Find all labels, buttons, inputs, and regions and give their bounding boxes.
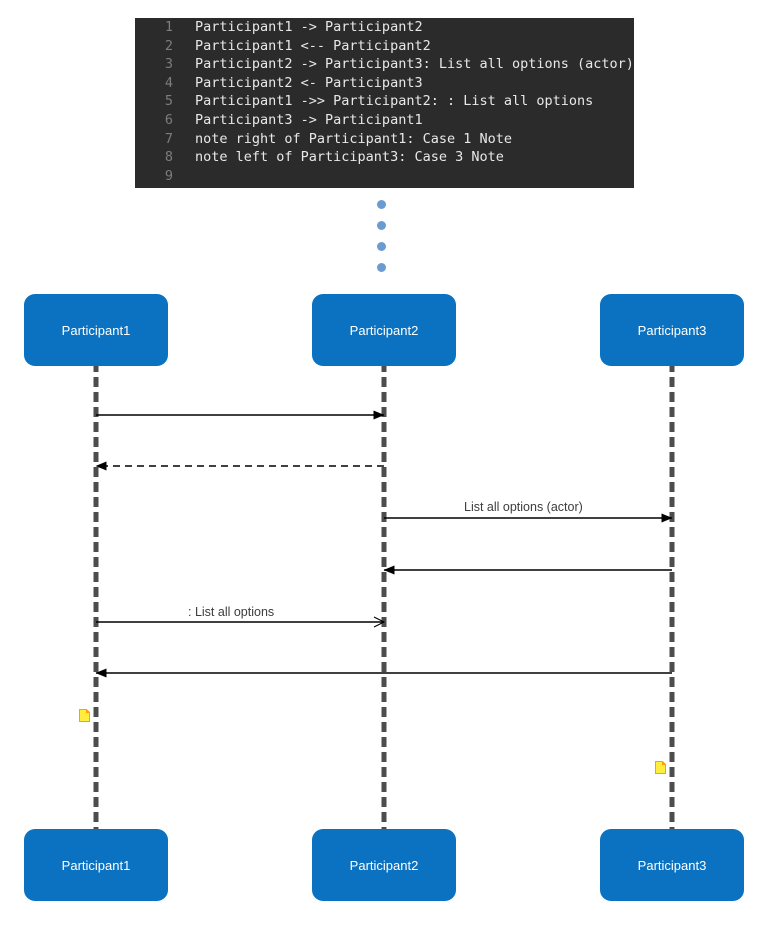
participant-label: Participant3 xyxy=(637,322,707,338)
line-number: 9 xyxy=(164,167,173,184)
line-number: 6 xyxy=(164,111,173,128)
messages-group xyxy=(95,410,673,678)
participant-box-participant3-bottom[interactable]: Participant3 xyxy=(600,829,744,901)
participant-label: Participant2 xyxy=(349,857,419,873)
loading-dots-indicator xyxy=(377,200,389,280)
line-text: Participant1 -> Participant2 xyxy=(195,19,423,35)
lifelines-group xyxy=(93,362,675,832)
participant-label: Participant2 xyxy=(349,322,419,338)
participant-box-participant1-bottom[interactable]: Participant1 xyxy=(24,829,168,901)
line-number: 2 xyxy=(164,37,173,54)
loading-dot xyxy=(377,263,386,272)
line-text: Participant3 -> Participant1 xyxy=(195,111,423,128)
loading-dot xyxy=(377,200,386,209)
code-line: 4 Participant2 <- Participant3 xyxy=(135,74,634,93)
code-line: 6 Participant3 -> Participant1 xyxy=(135,111,634,130)
line-text: Participant2 -> Participant3: List all o… xyxy=(195,56,634,73)
line-number: 3 xyxy=(164,56,173,73)
loading-dot xyxy=(377,242,386,251)
participant-label: Participant3 xyxy=(637,857,707,873)
participant-box-participant2-bottom[interactable]: Participant2 xyxy=(312,829,456,901)
code-line: 1 Participant1 -> Participant2 xyxy=(135,18,634,37)
line-text: Participant1 <-- Participant2 xyxy=(195,37,431,54)
line-number: 1 xyxy=(164,19,173,35)
line-number: 5 xyxy=(164,93,173,110)
line-text: note left of Participant3: Case 3 Note xyxy=(195,149,504,166)
code-editor-panel[interactable]: 1 Participant1 -> Participant2 2 Partici… xyxy=(135,18,634,188)
participant-label: Participant1 xyxy=(61,857,131,873)
note-icon-case-1[interactable] xyxy=(79,709,90,722)
line-text: Participant1 ->> Participant2: : List al… xyxy=(195,93,594,110)
code-line: 9 xyxy=(135,167,634,186)
participant-box-participant2-top[interactable]: Participant2 xyxy=(312,294,456,366)
participant-box-participant3-top[interactable]: Participant3 xyxy=(600,294,744,366)
loading-dot xyxy=(377,221,386,230)
line-text: note right of Participant1: Case 1 Note xyxy=(195,130,512,147)
code-line: 7 note right of Participant1: Case 1 Not… xyxy=(135,130,634,149)
participant-box-participant1-top[interactable]: Participant1 xyxy=(24,294,168,366)
line-number: 4 xyxy=(164,74,173,91)
code-line: 8 note left of Participant3: Case 3 Note xyxy=(135,148,634,167)
message-label-m5: : List all options xyxy=(188,605,275,619)
note-icon-case-3[interactable] xyxy=(655,761,666,774)
code-line: 3 Participant2 -> Participant3: List all… xyxy=(135,55,634,74)
line-number: 7 xyxy=(164,130,173,147)
line-text: Participant2 <- Participant3 xyxy=(195,74,423,91)
line-number: 8 xyxy=(164,149,173,166)
code-line: 2 Participant1 <-- Participant2 xyxy=(135,37,634,56)
message-label-m3: List all options (actor) xyxy=(464,500,583,514)
participant-label: Participant1 xyxy=(61,322,131,338)
code-line: 5 Participant1 ->> Participant2: : List … xyxy=(135,92,634,111)
